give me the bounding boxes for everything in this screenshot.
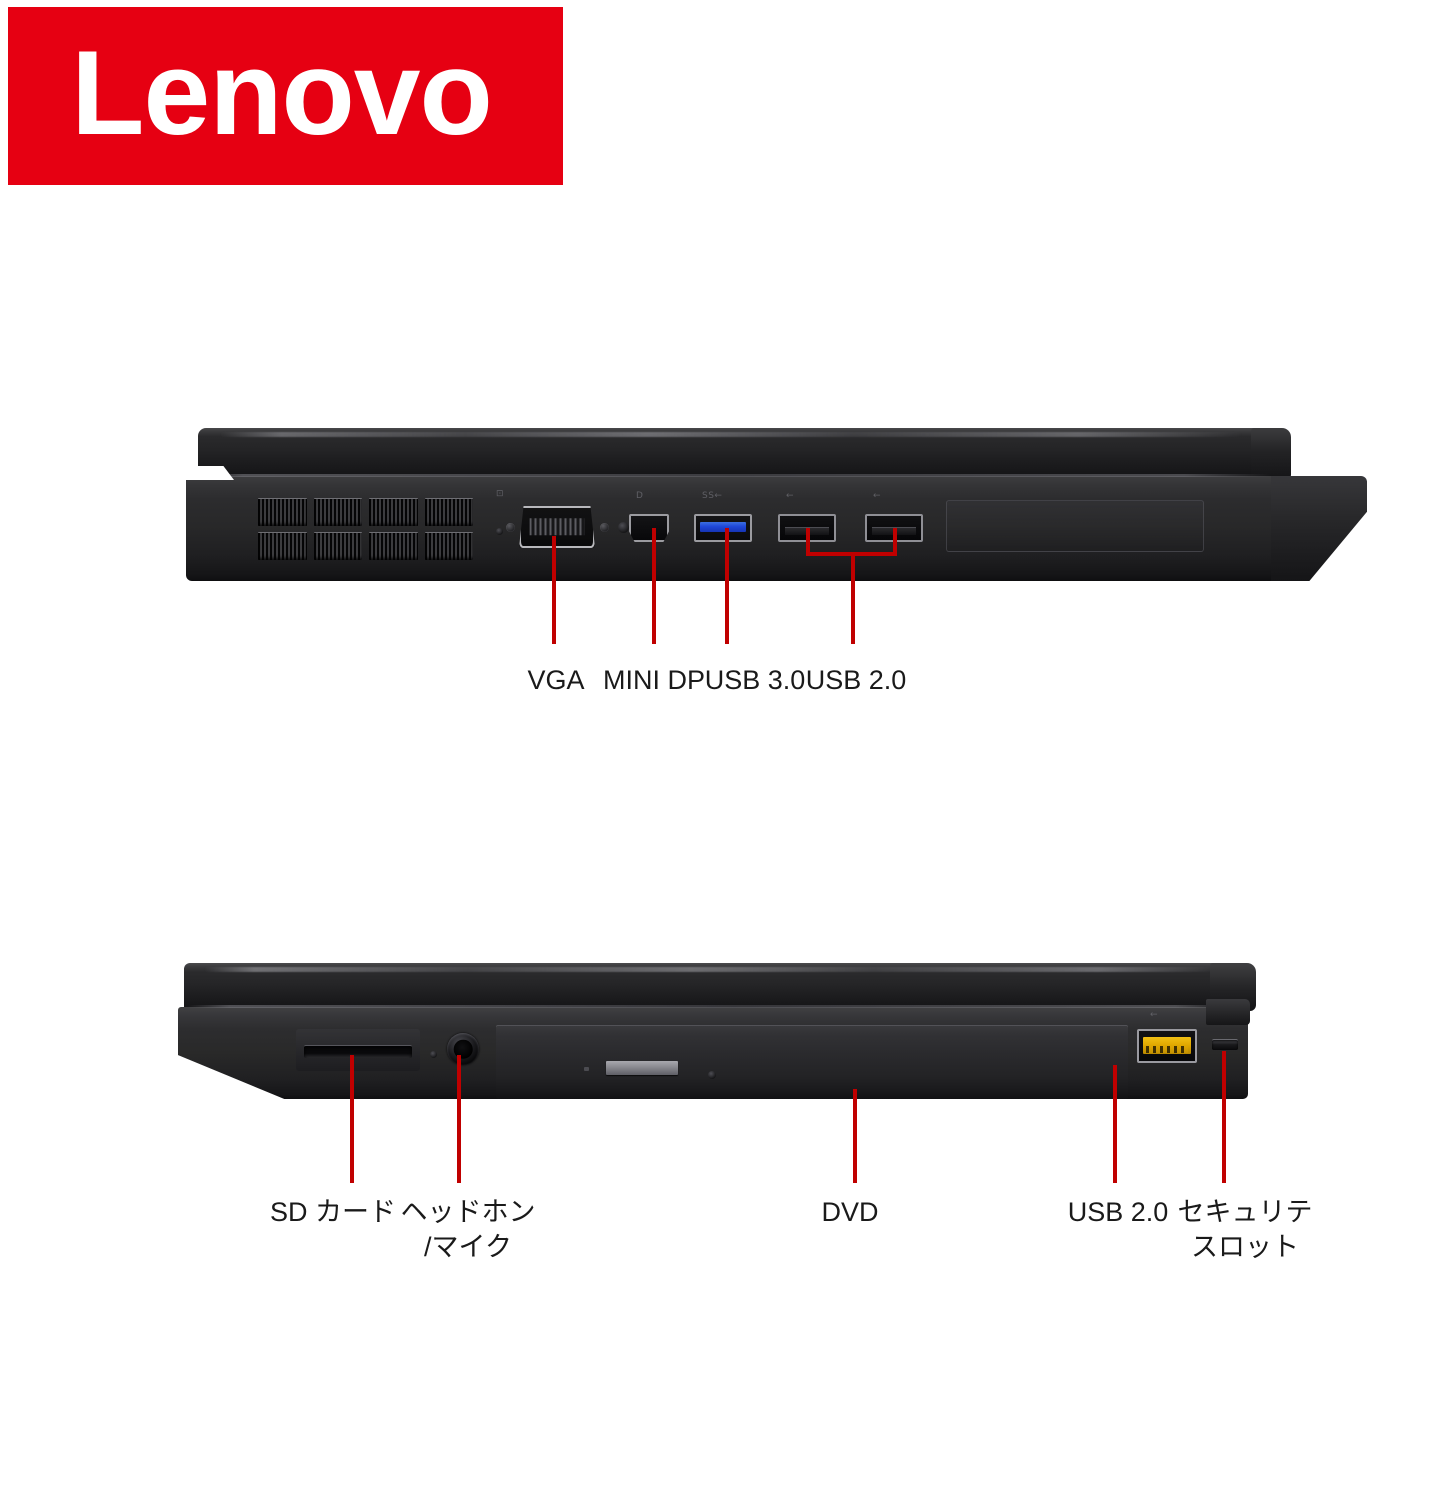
vent-cell (313, 532, 362, 560)
laptop-chassis-left: ⊡ D SS← ← ← (186, 428, 1367, 583)
status-pinhole (496, 528, 503, 535)
lid-base-seam (200, 474, 1270, 477)
callout-label-sdcard: SD カード (270, 1197, 397, 1227)
laptop-right-side-figure: ← SD カード ヘッドホン /マイク DVD USB 2.0 セキュリテ スロ… (0, 955, 1454, 1285)
laptop-hinge (1206, 999, 1250, 1025)
usb2-port-icon: ← (786, 491, 795, 501)
callout-label-usb20: USB 2.0 (805, 665, 907, 695)
leader-line-usb20-branch-b (893, 528, 897, 556)
usb2-alwayson-port[interactable] (1137, 1029, 1197, 1063)
callout-label-security: セキュリテ スロット (1177, 1197, 1313, 1263)
leader-line-usb30 (725, 528, 729, 644)
leader-line-sdcard (350, 1055, 354, 1183)
callout-label-audio: ヘッドホン /マイク (400, 1197, 536, 1263)
jack-aperture (453, 1039, 473, 1059)
headphone-mic-jack[interactable] (447, 1033, 479, 1065)
leader-line-vga (552, 536, 556, 644)
vga-port[interactable] (519, 506, 595, 548)
usb2-yellow-insert (1142, 1037, 1192, 1055)
vent-cell (424, 532, 473, 560)
laptop-lid-right-cap (1251, 428, 1291, 480)
laptop-left-side-figure: ⊡ D SS← ← ← VGA (0, 418, 1454, 718)
microphone-pinhole (430, 1051, 437, 1058)
vga-pin-array (529, 518, 585, 536)
leader-line-usb20 (851, 552, 855, 644)
minidp-port-icon: D (636, 491, 644, 501)
callout-label-usb30: USB 3.0 (704, 665, 806, 695)
vent-cell (369, 532, 418, 560)
lenovo-wordmark: Lenovo (71, 26, 493, 160)
usb3-port-icon: SS← (702, 491, 723, 501)
leader-line-audio (457, 1055, 461, 1183)
optical-drive-led (584, 1067, 589, 1071)
security-lock-slot[interactable] (1212, 1039, 1238, 1050)
vent-cell (369, 498, 418, 526)
vga-port-icon: ⊡ (496, 489, 505, 499)
vga-screw-post (600, 523, 609, 532)
optical-drive-bay[interactable] (496, 1025, 1128, 1099)
leader-line-security (1222, 1051, 1226, 1183)
callout-label-vga: VGA (527, 665, 585, 695)
vent-cell (258, 498, 307, 526)
lid-base-seam (188, 1005, 1238, 1008)
lid-base-notch (186, 466, 234, 480)
lenovo-logo: Lenovo (8, 7, 563, 185)
callout-label-minidp: MINI DP (602, 665, 706, 695)
laptop-lid (184, 963, 1247, 1011)
sd-card-slot[interactable] (304, 1045, 412, 1058)
leader-line-dvd (853, 1089, 857, 1183)
leader-line-usb20-branch-a (806, 528, 810, 556)
minidp-port[interactable] (629, 514, 669, 542)
leader-line-usb20-right (1113, 1065, 1117, 1183)
status-pinhole (618, 522, 629, 533)
vent-cell (313, 498, 362, 526)
optical-drive-eject-button[interactable] (606, 1061, 678, 1075)
vga-screw-post (506, 523, 515, 532)
cooling-vent-grid (258, 498, 473, 560)
laptop-lid (198, 428, 1276, 480)
laptop-chassis-right: ← (176, 963, 1256, 1103)
expansion-bay-outline (946, 500, 1204, 552)
laptop-base-taper (1271, 476, 1367, 581)
usb3-port[interactable] (694, 514, 752, 542)
usb2-port-icon: ← (873, 491, 882, 501)
optical-drive-emergency-eject-hole (708, 1071, 716, 1079)
usb2-yellow-port-icon: ← (1150, 1010, 1159, 1020)
callout-label-dvd: DVD (821, 1197, 879, 1227)
usb3-blue-insert (700, 522, 746, 533)
leader-line-minidp (652, 528, 656, 644)
callout-label-usb20-right: USB 2.0 (1067, 1197, 1169, 1227)
vent-cell (258, 532, 307, 560)
vent-cell (424, 498, 473, 526)
